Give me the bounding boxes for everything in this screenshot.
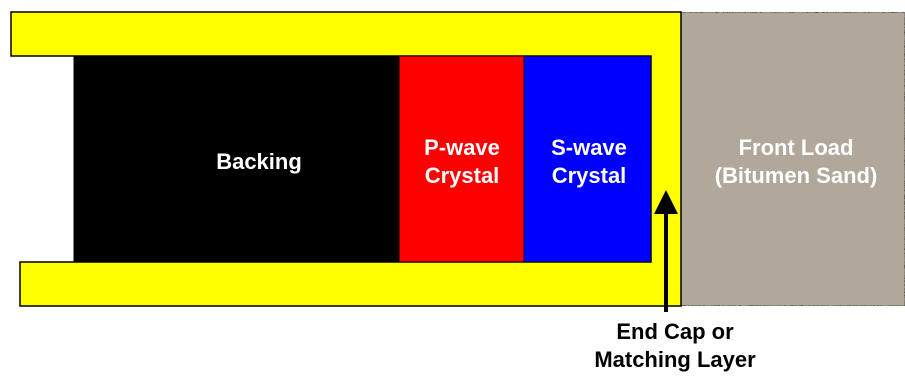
p-wave-crystal [398, 55, 525, 263]
front-load-region [680, 11, 905, 307]
end-cap-label-line2: Matching Layer [594, 347, 756, 372]
end-cap-arrowhead [654, 190, 678, 214]
s-wave-label-line2: Crystal [552, 163, 627, 188]
backing-block [73, 55, 400, 263]
s-wave-label-line1: S-wave [551, 135, 627, 160]
front-load-label-line1: Front Load [739, 135, 854, 160]
front-load-label-line2: (Bitumen Sand) [715, 163, 878, 188]
p-wave-label-line2: Crystal [425, 163, 500, 188]
s-wave-crystal [523, 55, 652, 263]
p-wave-label-line1: P-wave [424, 135, 500, 160]
end-cap-label-line1: End Cap or [616, 319, 734, 344]
backing-label: Backing [216, 149, 302, 174]
